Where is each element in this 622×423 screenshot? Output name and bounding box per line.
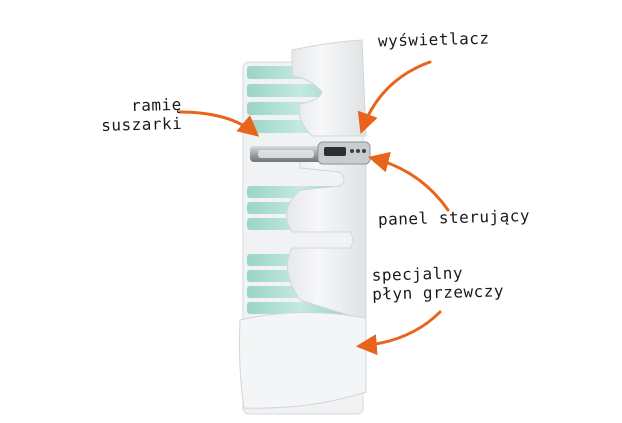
arrow-display xyxy=(357,60,432,134)
label-heating-fluid: specjalny płyn grzewczy xyxy=(371,263,505,304)
arrow-heating-fluid xyxy=(355,310,442,356)
front-cover-panel xyxy=(239,39,367,409)
label-dryer-arm: ramię suszarki xyxy=(100,94,183,135)
arrow-control-panel xyxy=(367,151,450,212)
annotation-arrows xyxy=(178,60,450,356)
label-control-panel: panel sterujący xyxy=(377,206,531,229)
arrow-dryer-arm xyxy=(178,110,260,137)
label-display: wyświetlacz xyxy=(377,28,490,51)
control-unit xyxy=(317,141,371,165)
